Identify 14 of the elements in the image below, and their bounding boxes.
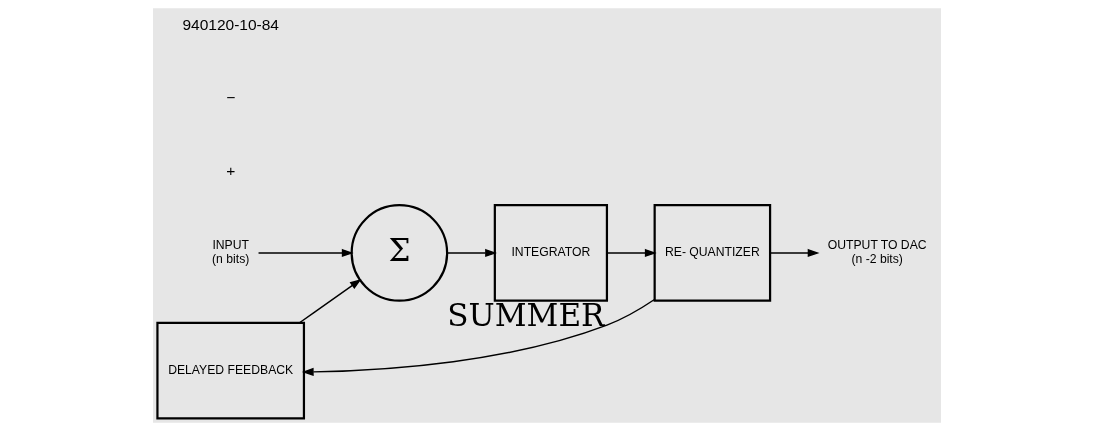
arrow	[606, 248, 657, 258]
label: +	[226, 162, 236, 180]
arrow	[298, 278, 362, 324]
node-box: INTEGRATOR	[493, 204, 609, 302]
label: 940120-10-84	[182, 15, 279, 33]
arrow	[446, 248, 497, 258]
arrow	[769, 248, 820, 258]
node-text: OUTPUT TO DAC (n -2 bits)	[827, 238, 927, 266]
node-text: INPUT (n bits)	[212, 238, 250, 266]
node-box: RE- QUANTIZER	[653, 204, 772, 302]
arrow	[257, 248, 354, 258]
label: −	[226, 88, 236, 106]
node-box: DELAYED FEEDBACK	[156, 321, 306, 420]
arrow	[301, 298, 656, 376]
